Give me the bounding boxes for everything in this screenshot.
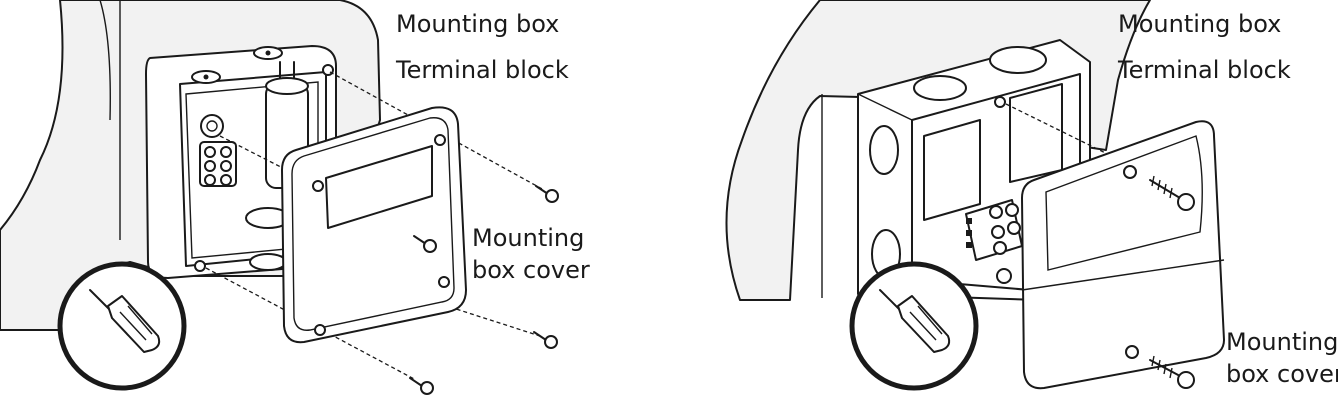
mounting-box-cover-label-line2: box cover: [1226, 360, 1338, 388]
terminal-block-label: Terminal block: [1118, 56, 1291, 84]
screw-icon: [1149, 175, 1195, 389]
terminal-block-icon: [199, 114, 237, 187]
terminal-block-icon: [965, 199, 1023, 261]
right-figure: [725, 0, 1225, 391]
mounting-box-cover-label-line2: box cover: [472, 256, 590, 284]
box-cover-icon: [281, 106, 467, 344]
mounting-box-cover-label-line1: Mounting: [472, 224, 585, 252]
screwdriver-icon: [849, 261, 979, 391]
mounting-box-cover-label-line1: Mounting: [1226, 328, 1338, 356]
box-cover-icon: [1021, 120, 1225, 390]
screwdriver-icon: [57, 261, 187, 391]
mounting-box-label: Mounting box: [1118, 10, 1282, 38]
left-figure: [0, 0, 559, 395]
mounting-box-label: Mounting box: [396, 10, 560, 38]
mounting-box-icon: [857, 39, 1091, 301]
terminal-block-label: Terminal block: [396, 56, 569, 84]
screw-icon: [409, 185, 559, 395]
